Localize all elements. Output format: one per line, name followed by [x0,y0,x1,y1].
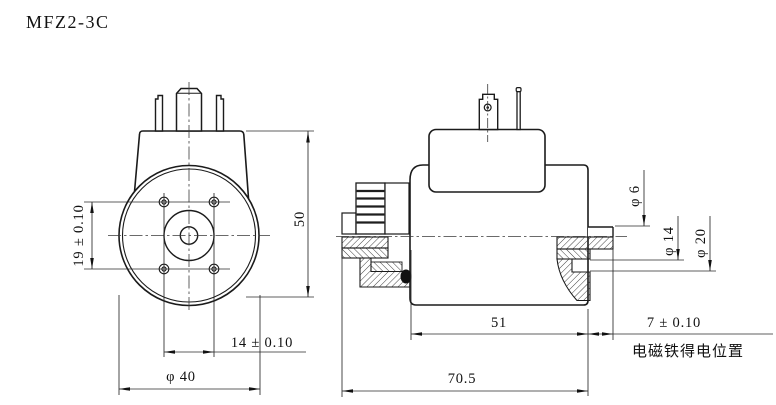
section-band [341,236,389,249]
arrowhead [708,260,712,271]
side-view: 51 70.5 7 ± 0.10 电磁铁得电位置 φ 6 φ 14 φ 20 [336,84,773,397]
arrowhead [164,350,175,354]
section-guide-tube [556,258,591,302]
right-terminal-pin [215,94,225,132]
dim-phi6-label: φ 6 [627,185,643,207]
arrowhead [90,202,94,213]
arrowhead [577,389,588,393]
knurl-lines [356,189,385,224]
left-section [341,236,412,288]
dim-14-label: 14 ± 0.10 [231,335,293,351]
dim-51-label: 51 [491,315,507,331]
section-band [341,247,389,259]
ground-pin-cap [515,86,522,93]
arrowhead [588,332,599,336]
arrowhead [249,387,260,391]
front-extension-lines [84,130,314,395]
arrowhead [119,387,130,391]
dim-phi14-label: φ 14 [661,226,677,256]
section-band [556,248,591,260]
right-section [556,226,614,302]
arrowhead [602,332,613,336]
front-arrowheads [90,131,310,391]
arrowhead [90,258,94,269]
arrowhead [306,286,310,297]
front-centerlines [108,82,270,313]
section-strip [370,261,403,272]
dim-19-label: 19 ± 0.10 [71,204,87,266]
arrowhead [676,249,680,260]
arrowhead [577,332,588,336]
arrowhead [411,332,422,336]
plunger-tube [588,227,613,237]
o-ring-seal [400,269,412,284]
dim-7-label: 7 ± 0.10 [647,315,701,331]
section-tube-flange [359,257,411,288]
nut-step-block [341,212,357,235]
dim-phi20-label: φ 20 [693,228,709,258]
nut-side-face [384,182,410,235]
side-arrowheads [342,215,712,393]
arrowhead [642,215,646,226]
arrowhead [342,389,353,393]
ground-pin [516,90,521,131]
dim-50-label: 50 [292,211,308,227]
dim-70_5-label: 70.5 [448,371,477,387]
drawing-title: MFZ2-3C [26,12,110,32]
dim-phi40-label: φ 40 [166,369,196,385]
arrowhead [306,131,310,143]
left-terminal-pin [154,94,164,132]
arrowhead [203,350,214,354]
connector-housing [428,128,546,193]
section-flange [556,236,614,250]
note-energized-position: 电磁铁得电位置 [632,343,744,360]
front-view: 19 ± 0.10 50 14 ± 0.10 φ 40 [71,82,314,395]
connector-tab [478,93,499,131]
